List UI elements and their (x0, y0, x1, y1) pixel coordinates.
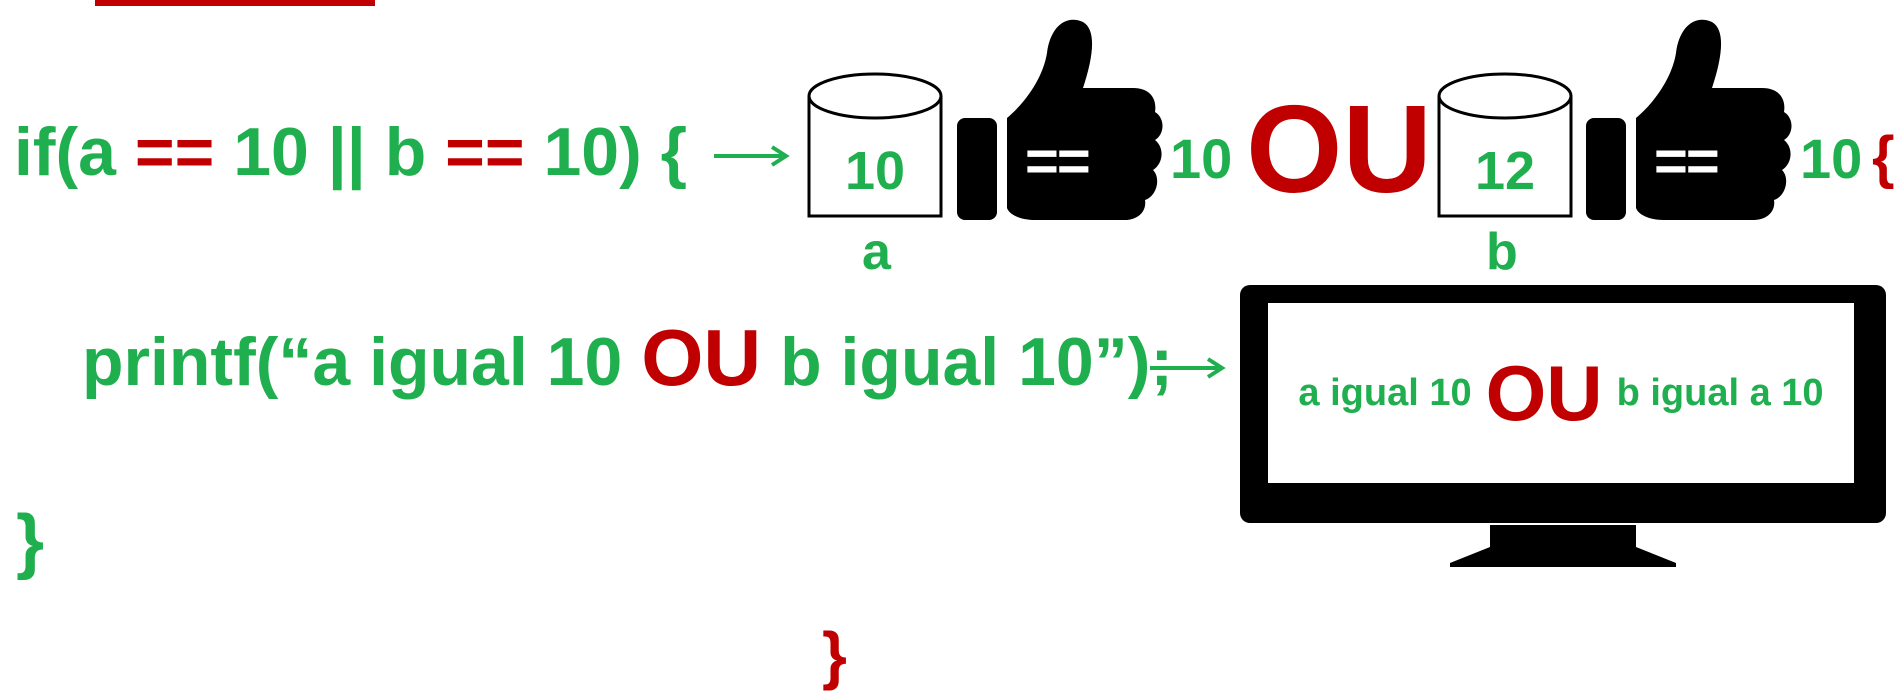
compare-brace: { (1872, 125, 1895, 190)
cylinder-icon: 12 (1436, 70, 1574, 220)
printf-statement: printf(“a igual 10 OU b igual 10”); (82, 318, 1173, 398)
screen-text-1: a igual 10 (1298, 371, 1472, 414)
screen-ou: OU (1485, 348, 1603, 437)
compare-operator-1: == (1025, 129, 1091, 194)
if-middle-text: 10 || b (214, 114, 446, 190)
logic-ou-word: OU (1246, 81, 1432, 219)
printf-ou: OU (641, 313, 762, 402)
compare-rhs-2: 10 (1800, 127, 1863, 190)
if-statement: if(a == 10 || b == 10) { (14, 118, 687, 186)
arrow-right-icon (712, 144, 790, 168)
if-open-text: if(a (14, 114, 135, 190)
variable-b-value: 12 (1474, 141, 1536, 201)
equals-operator-2: == (445, 114, 525, 190)
monitor-stand (1450, 525, 1676, 567)
equals-operator-1: == (134, 114, 215, 190)
screen-text-2: b igual a 10 (1616, 371, 1824, 414)
thumbs-up-icon: == (1584, 8, 1794, 220)
if-close-text: 10) { (524, 114, 688, 190)
top-red-bar (95, 0, 375, 6)
monitor-screen: a igual 10 OU b igual a 10 (1268, 303, 1854, 483)
compare-operator-2: == (1654, 129, 1720, 194)
arrow-right-icon (1148, 356, 1226, 380)
stray-close-brace: } (822, 619, 847, 691)
variable-a-label: a (862, 223, 891, 281)
compare-rhs-1: 10 (1170, 127, 1233, 190)
variable-a-value: 10 (844, 141, 906, 201)
printf-text-1: printf(“a igual 10 (82, 324, 642, 400)
thumbs-up-icon: == (955, 8, 1165, 220)
printf-text-2: b igual 10”); (761, 324, 1174, 400)
variable-b-label: b (1486, 223, 1518, 281)
monitor-icon: a igual 10 OU b igual a 10 (1240, 285, 1886, 523)
cylinder-icon: 10 (806, 70, 944, 220)
if-close-brace: } (16, 501, 45, 581)
